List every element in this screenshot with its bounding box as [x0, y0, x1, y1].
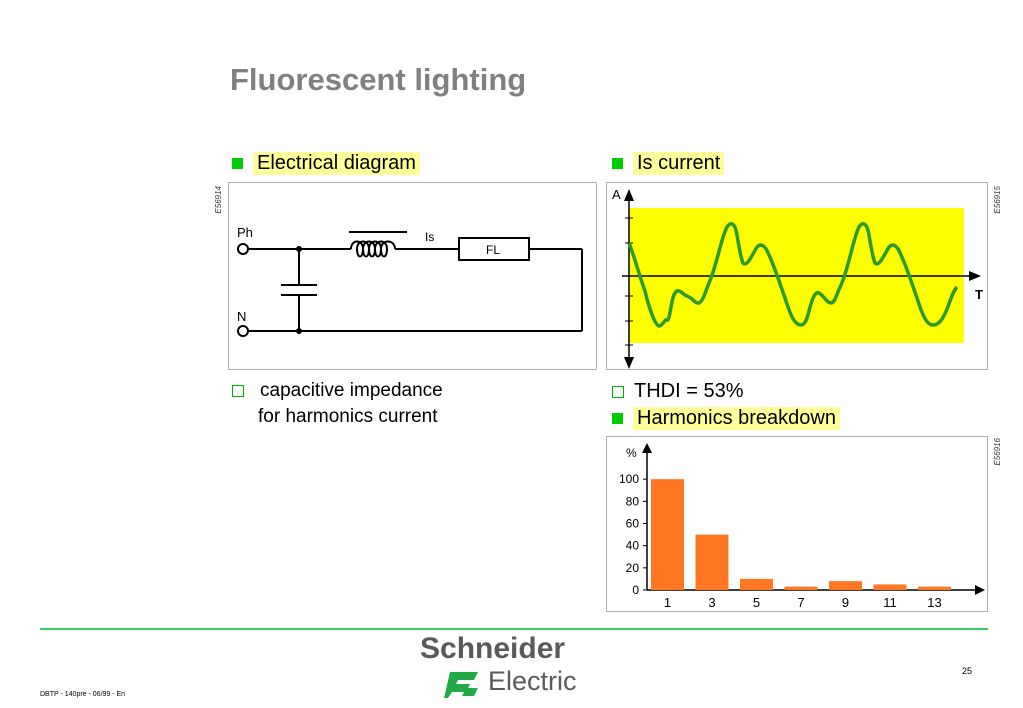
- bar-harmonic-5: [740, 578, 773, 590]
- fl-label: FL: [486, 243, 500, 257]
- bullet-filled-icon: [612, 413, 623, 424]
- ph-terminal-icon: [237, 243, 249, 255]
- axis-t-label: T: [975, 287, 983, 302]
- x-tick-label: 11: [883, 595, 897, 610]
- y-tick-label: 20: [626, 561, 640, 575]
- x-tick-label: 7: [797, 595, 804, 610]
- n-label: N: [237, 309, 246, 324]
- figure-code: E56915: [993, 186, 1002, 214]
- schneider-logo: Schneider Electric: [420, 632, 600, 704]
- y-tick-label: 40: [626, 539, 640, 553]
- bar-harmonic-3: [695, 534, 729, 590]
- bar-harmonic-11: [873, 584, 907, 590]
- circuit-diagram: Ph N Is FL: [237, 225, 583, 337]
- x-tick-label: 13: [927, 595, 941, 610]
- footer-divider: [40, 628, 988, 630]
- bar-harmonic-13: [918, 586, 951, 590]
- page-title: Fluorescent lighting: [230, 62, 527, 97]
- harmonics-heading: Harmonics breakdown: [612, 407, 840, 430]
- x-tick-label: 3: [708, 595, 715, 610]
- is-label: Is: [425, 230, 434, 244]
- page-number: 25: [962, 666, 973, 676]
- electrical-diagram-label: Electrical diagram: [253, 152, 420, 175]
- bullet-hollow-icon: [612, 385, 624, 398]
- axis-a-label: A: [612, 187, 621, 202]
- brand-name: Schneider: [420, 632, 566, 665]
- bullet-filled-icon: [612, 158, 623, 169]
- x-tick-label: 1: [664, 595, 671, 610]
- y-tick-label: 80: [626, 494, 640, 508]
- y-tick-label: 0: [632, 583, 639, 597]
- harmonics-label: Harmonics breakdown: [633, 407, 840, 430]
- bar-harmonic-1: [651, 479, 684, 590]
- y-axis-label: %: [626, 446, 637, 460]
- capacitive-line1: capacitive impedance: [260, 380, 443, 401]
- bullet-hollow-icon: [232, 385, 244, 397]
- is-current-label: Is current: [633, 152, 725, 175]
- document-reference: DBTP - 140pre - 06/99 - En: [40, 691, 126, 698]
- x-tick-label: 9: [842, 595, 849, 610]
- figure-code: E56916: [993, 438, 1002, 466]
- bar-harmonic-7: [784, 586, 818, 590]
- inductor-icon: [349, 231, 407, 258]
- y-tick-label: 60: [626, 517, 640, 531]
- bar-harmonic-9: [829, 581, 862, 590]
- is-current-panel: A T: [606, 182, 988, 370]
- capacitive-line2: for harmonics current: [258, 406, 438, 427]
- n-terminal-icon: [237, 325, 249, 337]
- capacitor-icon: [281, 249, 317, 331]
- is-current-heading: Is current: [612, 152, 725, 175]
- se-logo-icon: [444, 672, 478, 698]
- capacitive-note: capacitive impedance for harmonics curre…: [232, 378, 443, 430]
- bullet-filled-icon: [232, 158, 243, 169]
- waveform-line: [627, 222, 959, 328]
- electrical-diagram-heading: Electrical diagram: [232, 152, 420, 175]
- ph-label: Ph: [237, 225, 253, 240]
- figure-code: E56914: [214, 186, 223, 214]
- y-axis-arrow-icon: [642, 443, 652, 453]
- y-tick-label: 100: [619, 472, 639, 486]
- brand-subname: Electric: [488, 666, 577, 696]
- thdi-value: THDI = 53%: [634, 380, 744, 402]
- x-axis-arrow-icon: [975, 585, 985, 595]
- electrical-diagram-panel: Ph N Is FL: [228, 182, 597, 370]
- x-tick-label: 5: [753, 595, 760, 610]
- current-waveform: A T: [612, 187, 983, 369]
- thdi-note: THDI = 53%: [612, 380, 743, 403]
